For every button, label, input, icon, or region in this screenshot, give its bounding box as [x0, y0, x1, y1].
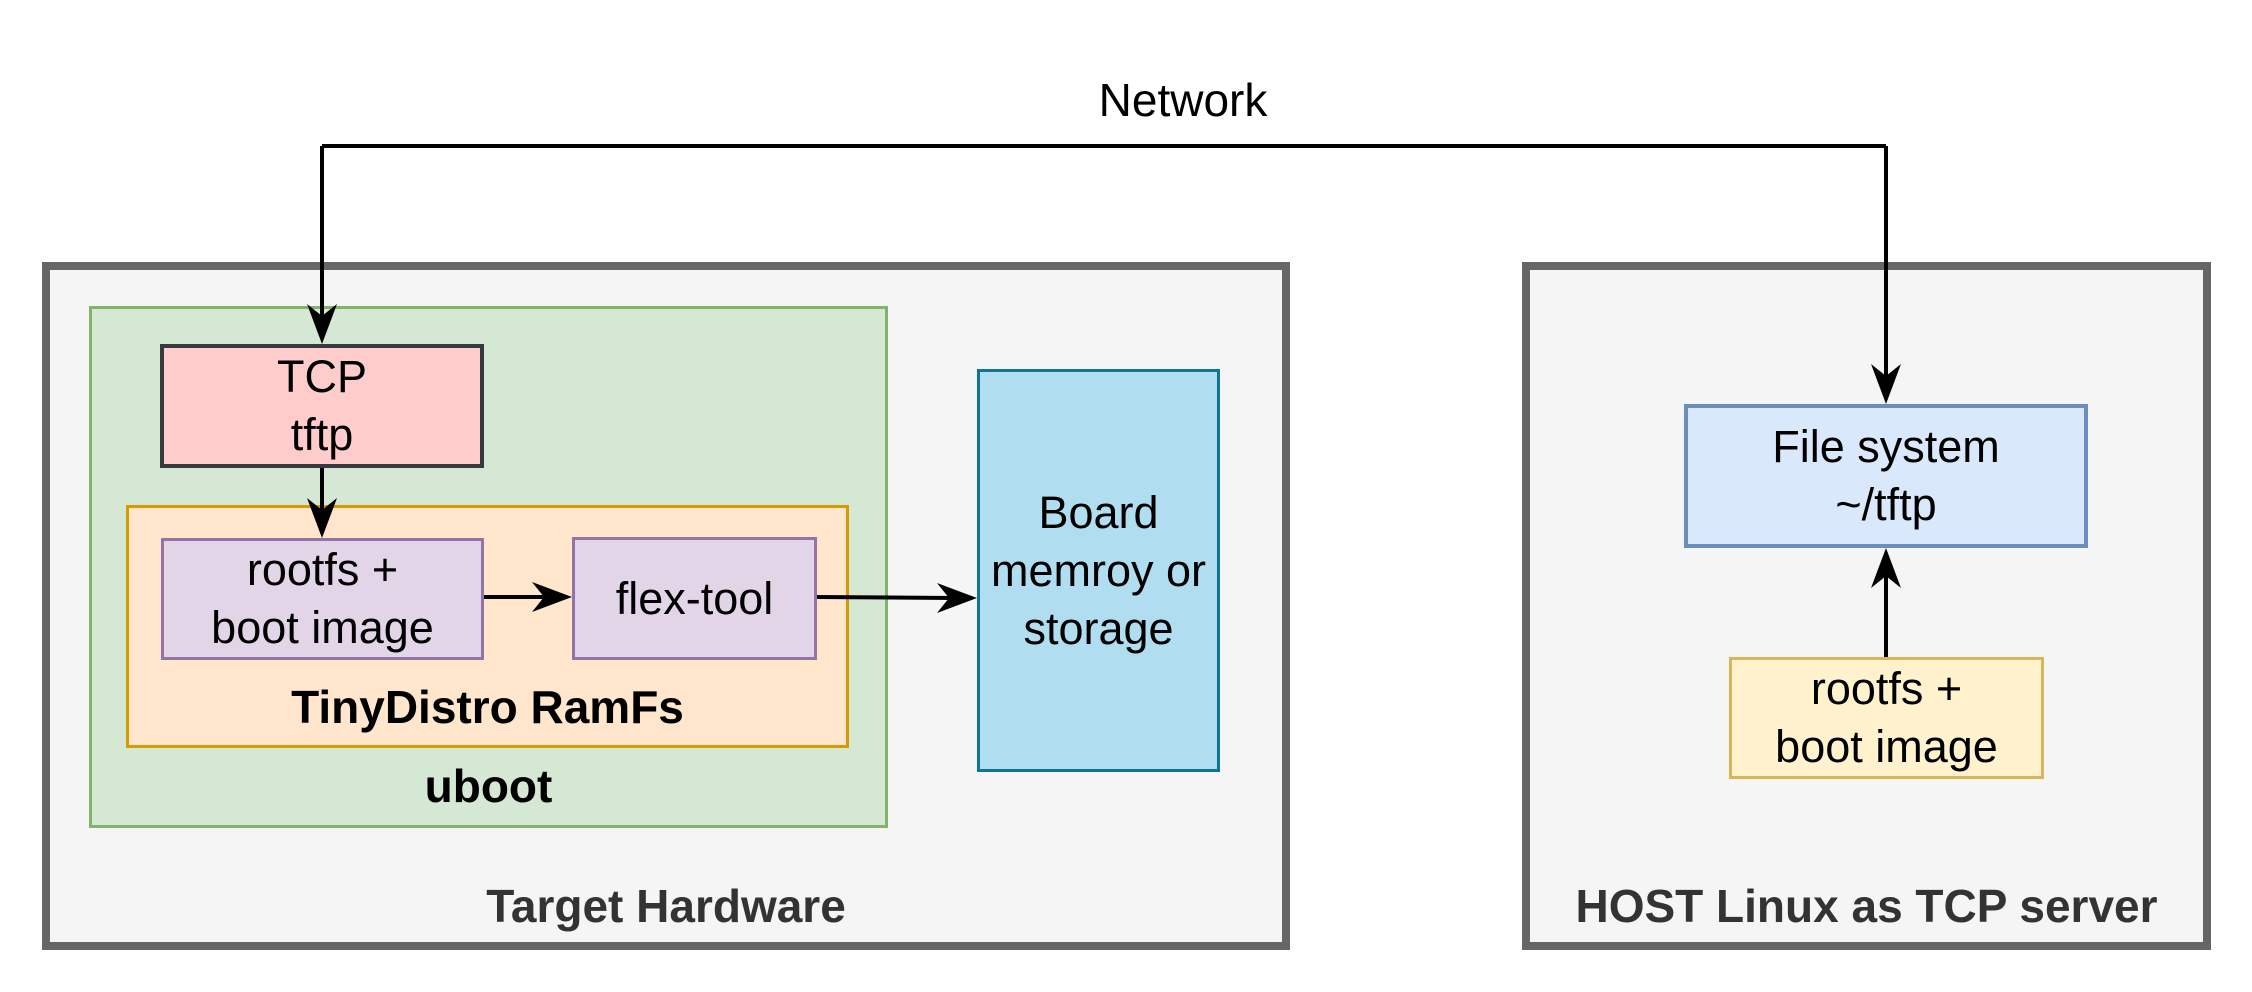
board-line-2: memroy or: [990, 544, 1207, 596]
flex-tool-label: flex-tool: [615, 572, 774, 624]
tcp-node-line-2: tftp: [290, 409, 354, 460]
ramfs-label: TinyDistro RamFs: [291, 681, 684, 733]
target-rootfs-line-1: rootfs +: [246, 544, 399, 595]
board-line-3: storage: [1023, 602, 1174, 654]
target-rootfs-boot-image-node[interactable]: rootfs + boot image: [161, 538, 484, 660]
board-memory-storage-node[interactable]: Board memroy or storage: [977, 369, 1220, 772]
host-linux-container: [1522, 262, 2211, 950]
host-rootfs-line-1: rootfs +: [1810, 663, 1963, 714]
board-line-1: Board: [1038, 486, 1159, 538]
host-linux-label: HOST Linux as TCP server: [1575, 880, 2158, 932]
host-rootfs-boot-image-node[interactable]: rootfs + boot image: [1729, 657, 2044, 779]
flex-tool-node[interactable]: flex-tool: [572, 537, 817, 660]
filesystem-line-2: ~/tftp: [1835, 479, 1937, 530]
network-label: Network: [1098, 74, 1268, 126]
uboot-label: uboot: [424, 760, 553, 812]
target-hardware-label: Target Hardware: [486, 880, 846, 932]
tcp-tftp-node[interactable]: TCP tftp: [160, 344, 484, 468]
filesystem-line-1: File system: [1772, 421, 2000, 472]
host-rootfs-line-2: boot image: [1775, 721, 1998, 772]
tcp-node-line-1: TCP: [277, 351, 367, 402]
host-file-system-node[interactable]: File system ~/tftp: [1684, 404, 2088, 548]
target-rootfs-line-2: boot image: [211, 602, 434, 653]
